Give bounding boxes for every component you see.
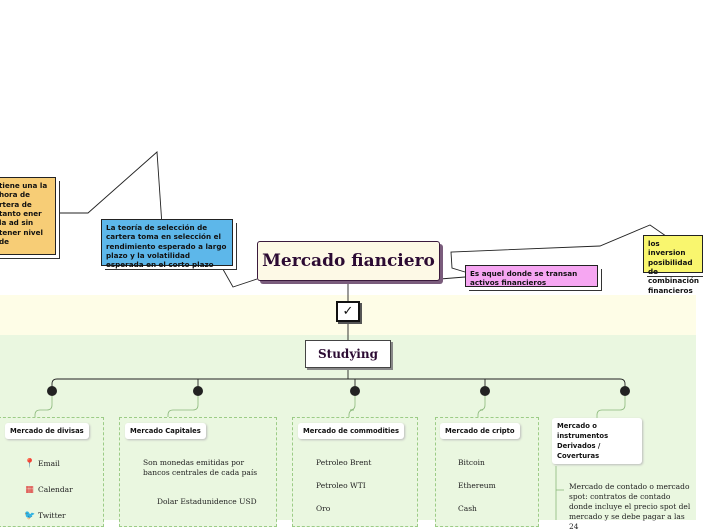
central-topic-label: Mercado fianciero (262, 251, 435, 271)
topic-derivados[interactable]: Mercado o instrumentos Derivados / Cover… (552, 418, 642, 464)
list-item-twitter[interactable]: 🐦Twitter (24, 511, 66, 521)
capitales-sub-item[interactable]: Dolar Estadunidence USD (157, 497, 257, 506)
branch-dot[interactable] (350, 386, 360, 396)
branch-dot[interactable] (193, 386, 203, 396)
topic-commodities[interactable]: Mercado de commodities (298, 423, 405, 439)
list-item-oro[interactable]: Oro (316, 504, 331, 513)
list-item-cash[interactable]: Cash (458, 504, 477, 513)
topic-cripto[interactable]: Mercado de cripto (440, 423, 520, 439)
list-item-bitcoin[interactable]: Bitcoin (458, 458, 485, 467)
note-definition[interactable]: Es aquel donde se transan activos financ… (465, 265, 598, 287)
topic-divisas[interactable]: Mercado de divisas (5, 423, 89, 439)
list-item-ethereum[interactable]: Ethereum (458, 481, 496, 490)
calendar-icon: ▦ (25, 485, 34, 495)
list-item-calendar[interactable]: ▦Calendar (25, 485, 73, 495)
branch-dot[interactable] (620, 386, 630, 396)
list-item-brent[interactable]: Petroleo Brent (316, 458, 372, 467)
email-icon: 📍 (24, 459, 36, 469)
studying-node[interactable]: Studying (305, 340, 391, 368)
note-yellow[interactable]: los inversion posibilidad de combinación… (643, 235, 703, 295)
list-item-email[interactable]: 📍Email (24, 459, 60, 469)
branch-dot[interactable] (480, 386, 490, 396)
derivados-description[interactable]: Mercado de contado o mercado spot: contr… (569, 482, 691, 531)
studying-label: Studying (318, 347, 378, 361)
list-item-wti[interactable]: Petroleo WTI (316, 481, 366, 490)
twitter-icon: 🐦 (24, 511, 36, 521)
note-orange[interactable]: tiene una la hora de rtera de tanto ener… (0, 177, 56, 255)
branch-dot[interactable] (47, 386, 57, 396)
topic-capitales[interactable]: Mercado Capitales (125, 423, 206, 439)
note-portfolio-theory[interactable]: La teoría de selección de cartera toma e… (101, 219, 233, 269)
capitales-description[interactable]: Son monedas emitidas por bancos centrale… (143, 458, 258, 477)
checkbox-icon[interactable]: ✓ (336, 301, 360, 322)
central-topic[interactable]: Mercado fianciero (257, 241, 440, 281)
